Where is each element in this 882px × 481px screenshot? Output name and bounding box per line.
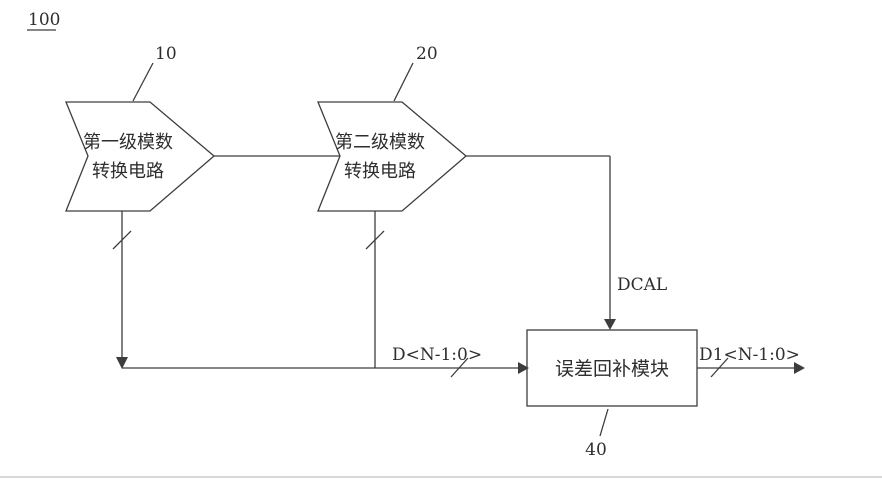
d-bus-arrowhead-right-icon <box>518 362 529 374</box>
error-module-label: 误差回补模块 <box>555 358 669 380</box>
stage1-text-line2: 转换电路 <box>92 161 164 182</box>
stage1-text-line1: 第一级模数 <box>83 132 173 153</box>
error-module-leader-line <box>599 408 609 437</box>
d1-bus-slash <box>710 357 729 378</box>
stage1-ref-label: 10 <box>155 44 177 64</box>
stage1-bus-slash <box>112 230 132 250</box>
stage1-leader-line <box>132 62 154 102</box>
stage2-ref-label: 20 <box>416 44 438 64</box>
dcal-signal-label: DCAL <box>617 275 667 295</box>
dcal-arrowhead-down-icon <box>604 319 616 330</box>
stage2-leader-line <box>393 62 414 102</box>
stage1-arrowhead-down-icon <box>116 357 128 369</box>
error-module-ref-label: 40 <box>585 440 607 460</box>
stage2-text-line1: 第二级模数 <box>335 132 425 153</box>
stage1-block <box>65 101 216 212</box>
stage2-block <box>317 101 468 212</box>
stage2-text-line2: 转换电路 <box>344 161 416 182</box>
figure-label: 100 <box>28 10 60 30</box>
stage2-bus-slash <box>365 230 385 250</box>
d1-bus-signal-label: D1<N-1:0> <box>699 345 800 365</box>
d1-bus-arrowhead-right-icon <box>794 362 805 374</box>
d-bus-signal-label: D<N-1:0> <box>392 345 482 365</box>
d-bus-slash <box>450 357 469 378</box>
error-module-block <box>526 329 698 407</box>
